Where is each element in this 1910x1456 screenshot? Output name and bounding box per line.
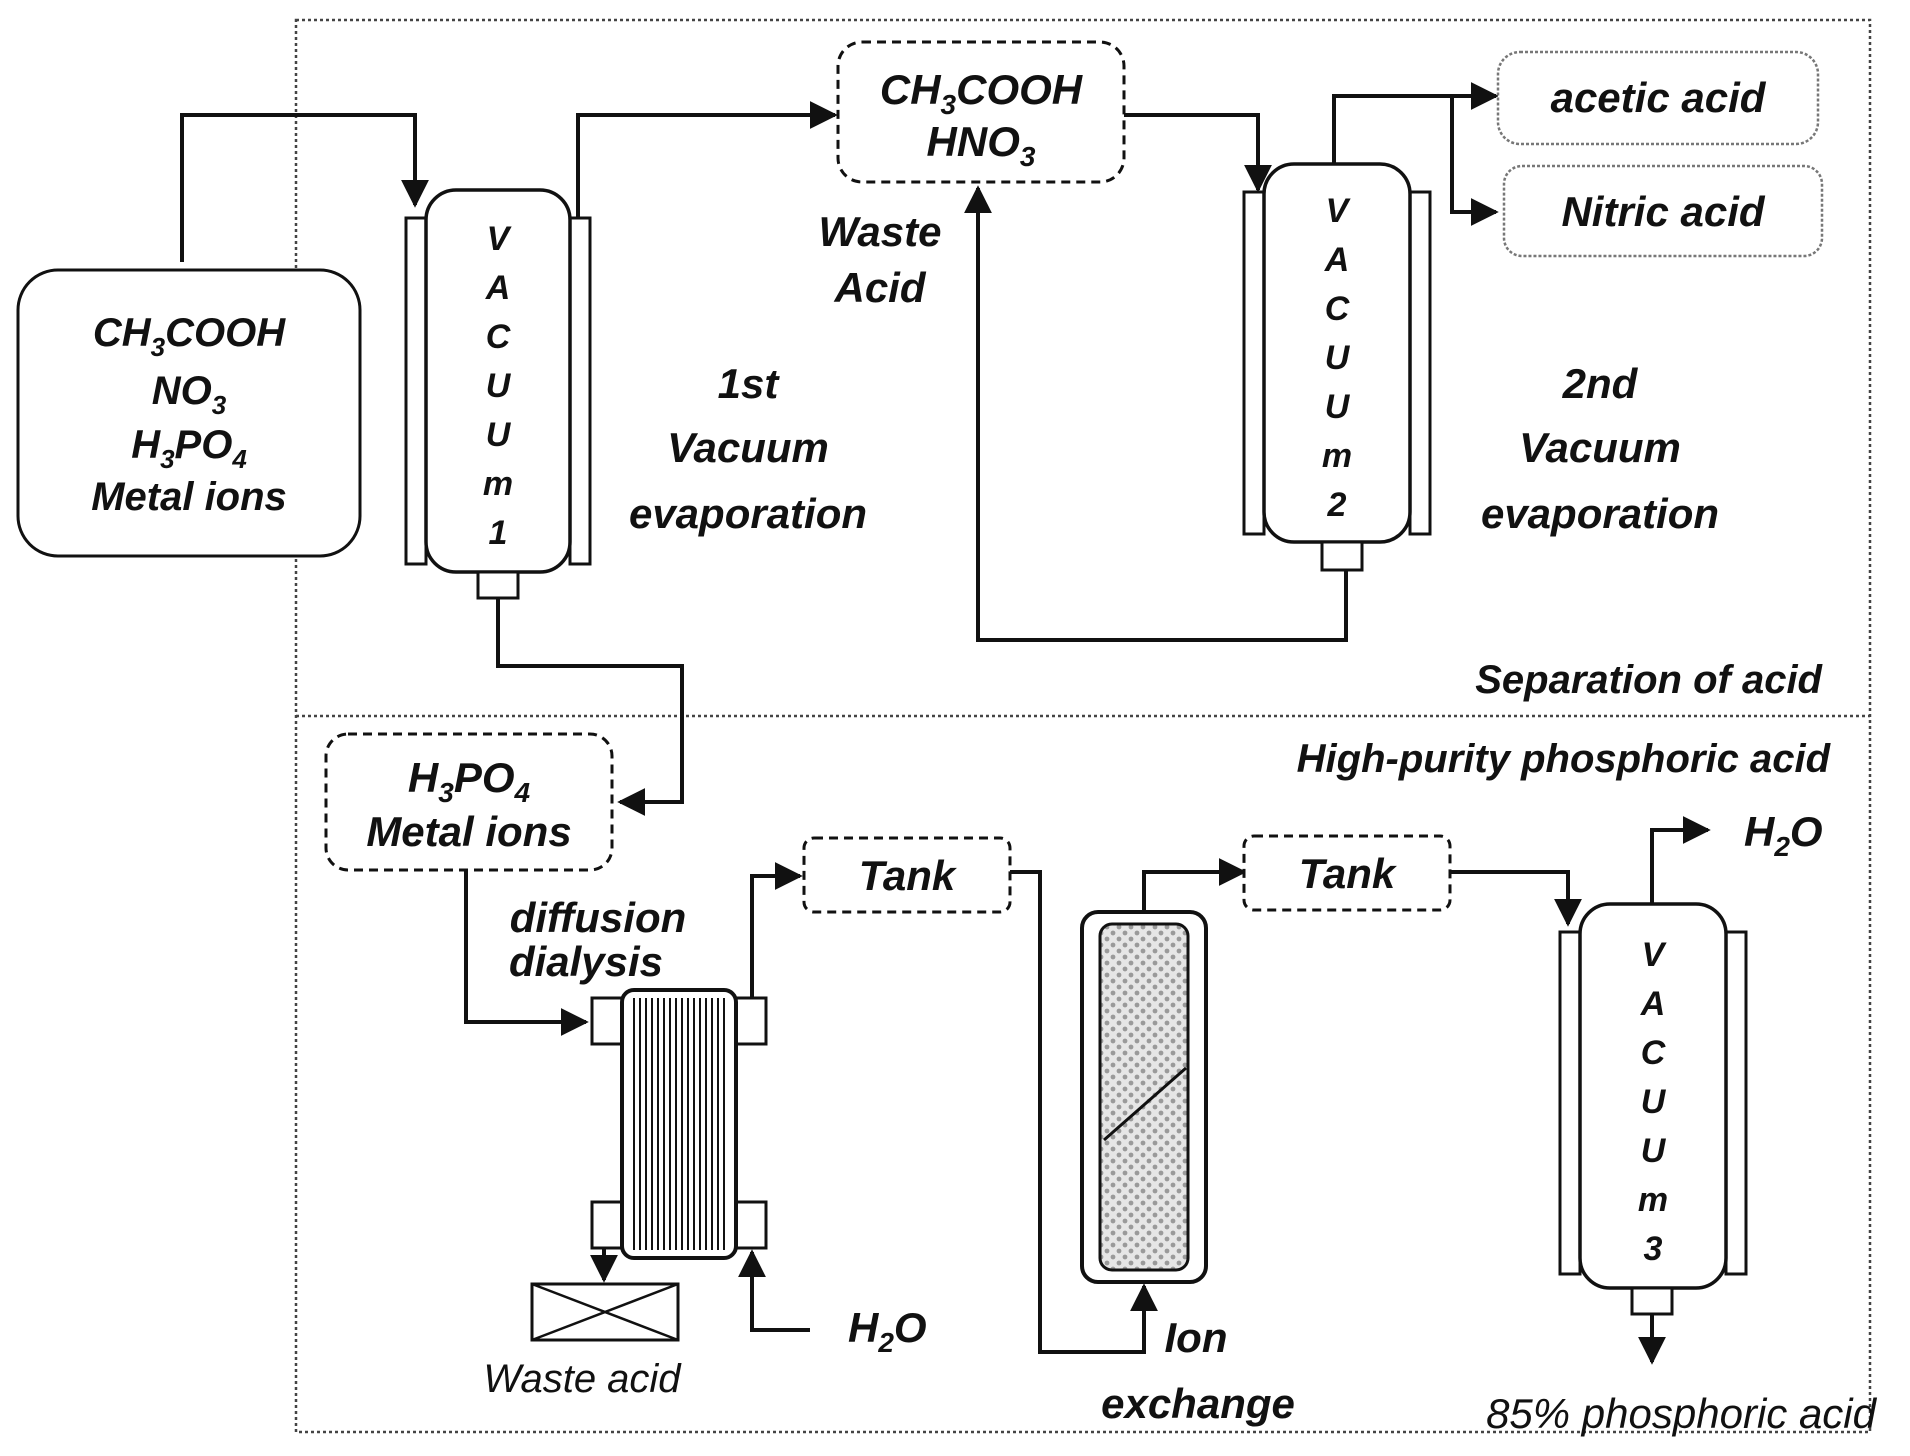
pipe-tank1-to-ion-exchange	[1010, 870, 1158, 1354]
evap2-letter: U	[1325, 339, 1351, 377]
nitric-acid-box: Nitric acid	[1502, 164, 1824, 258]
pipe-tank2-to-evap3	[1450, 870, 1582, 927]
evap2-letter: m	[1322, 437, 1352, 475]
ion-exchange-label-1: Ion	[1165, 1314, 1228, 1361]
pipe-waste-acid-to-evap2	[1124, 113, 1272, 193]
pipe-dialysis-to-tank1	[750, 862, 803, 998]
evap3-letter: U	[1641, 1132, 1667, 1170]
evap3-letter: V	[1642, 936, 1668, 974]
svg-text:CH3COOH: CH3COOH	[93, 311, 286, 362]
waste-acid-box: CH3COOH HNO3	[836, 40, 1126, 184]
tank-2: Tank	[1242, 834, 1452, 912]
svg-text:Metal ions: Metal ions	[366, 808, 571, 855]
evap1-label-3: evaporation	[629, 490, 867, 537]
phosphoric-metal-box: H3PO4 Metal ions	[324, 732, 614, 872]
dialysis-water-label: H2O	[848, 1304, 927, 1358]
evap3-letter: U	[1641, 1083, 1667, 1121]
section-border-outer	[294, 18, 1872, 1434]
svg-text:Nitric acid: Nitric acid	[1561, 188, 1765, 235]
svg-text:acetic acid: acetic acid	[1551, 74, 1767, 121]
ion-exchange-column	[1080, 910, 1208, 1284]
evap1-letter: C	[486, 318, 511, 356]
pipe-ion-exchange-to-tank2	[1142, 858, 1247, 912]
evap2-letter: 2	[1327, 486, 1347, 524]
evap3-letter: C	[1641, 1034, 1666, 1072]
evap1-label-2: Vacuum	[667, 424, 829, 471]
evap2-label-3: evaporation	[1481, 490, 1719, 537]
waste-acid-label: Waste acid	[483, 1357, 682, 1401]
evap1-letter: m	[483, 465, 513, 503]
tank-1: Tank	[802, 836, 1012, 914]
svg-text:H3PO4: H3PO4	[131, 423, 247, 474]
pipe-mid-box-to-dialysis	[464, 870, 589, 1036]
evap2-letter: A	[1324, 241, 1350, 279]
svg-text:CH3COOH: CH3COOH	[880, 66, 1084, 120]
evap2-label-2: Vacuum	[1519, 424, 1681, 471]
section-label-separation: Separation of acid	[1475, 658, 1823, 702]
evap1-letter: U	[486, 367, 512, 405]
evap3-letter: 3	[1644, 1230, 1663, 1268]
svg-text:Metal ions: Metal ions	[91, 475, 287, 519]
evap3-letter: m	[1638, 1181, 1668, 1219]
evap2-label-1: 2nd	[1562, 360, 1639, 407]
pipe-feed-to-evap1	[180, 113, 429, 262]
evap1-letter: V	[487, 220, 513, 258]
evap1-letter: A	[485, 269, 511, 307]
ion-exchange-label-2: exchange	[1101, 1380, 1295, 1427]
pipe-evap1-to-waste-acid	[576, 101, 838, 218]
waste-acid-caption-1: Waste	[819, 208, 942, 255]
diffusion-dialysis-stack	[590, 988, 768, 1260]
acetic-acid-box: acetic acid	[1496, 50, 1820, 146]
pipe-water-to-dialysis	[738, 1249, 810, 1332]
pipe-evap3-water-out	[1650, 816, 1711, 904]
pipe-to-nitric-acid	[1450, 96, 1499, 226]
feed-box: CH3COOH NO3 H3PO4 Metal ions	[16, 268, 362, 558]
evap1-letter: U	[486, 416, 512, 454]
dialysis-label-1: diffusion	[510, 894, 687, 941]
evap2-letter: V	[1326, 192, 1352, 230]
evap3-letter: A	[1640, 985, 1666, 1023]
evap1-letter: 1	[489, 514, 508, 552]
svg-text:NO3: NO3	[152, 369, 227, 420]
pipe-evap1-to-mid-box	[496, 598, 684, 816]
section-label-high-purity: High-purity phosphoric acid	[1297, 737, 1832, 781]
svg-text:Tank: Tank	[1299, 850, 1398, 897]
pipe-recycle-loop	[964, 185, 1348, 642]
pipe-to-acetic-acid	[1332, 82, 1499, 164]
evap2-letter: U	[1325, 388, 1351, 426]
evap2-letter: C	[1325, 290, 1350, 328]
product-label: 85% phosphoric acid	[1486, 1390, 1878, 1437]
svg-text:Tank: Tank	[859, 852, 958, 899]
evap1-label-1: 1st	[718, 360, 781, 407]
waste-acid-caption-2: Acid	[833, 264, 926, 311]
svg-text:HNO3: HNO3	[927, 118, 1036, 172]
evap3-water-label: H2O	[1744, 808, 1823, 862]
waste-acid-tank	[530, 1282, 680, 1342]
dialysis-label-2: dialysis	[509, 938, 663, 985]
svg-text:H3PO4: H3PO4	[408, 754, 531, 808]
